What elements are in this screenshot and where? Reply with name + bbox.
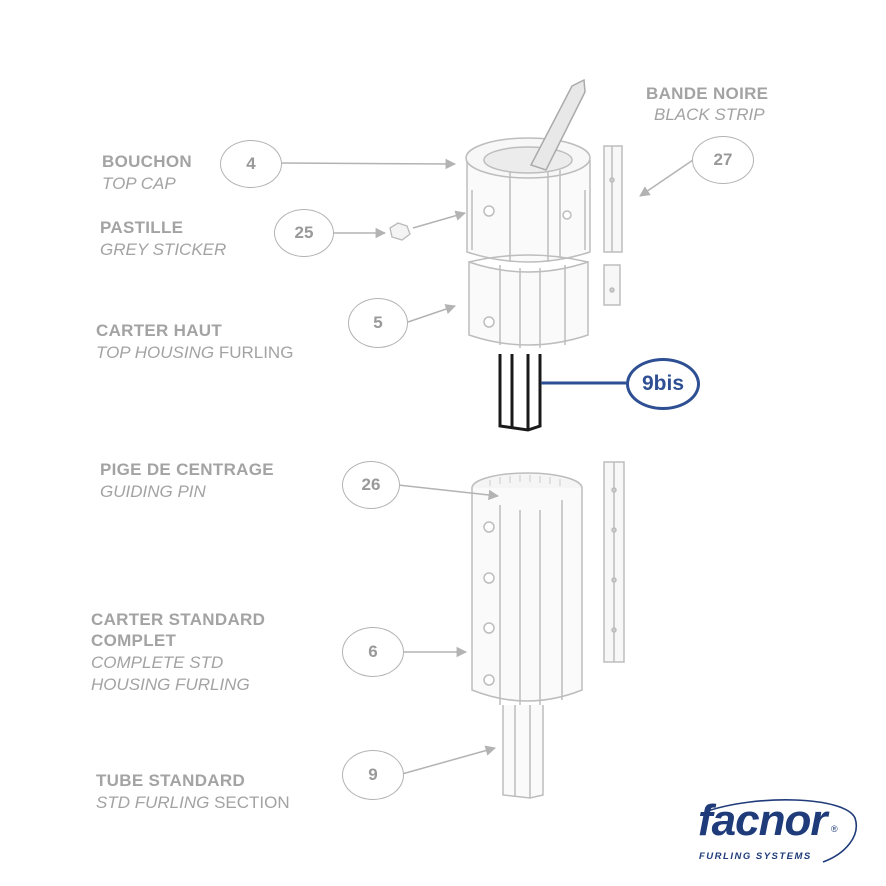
- top-housing-part: [468, 254, 589, 348]
- label-complet: COMPLET: [91, 631, 177, 650]
- callout-6: 6: [342, 627, 404, 677]
- top-cap-part: [465, 78, 591, 263]
- callout-27: 27: [692, 136, 754, 184]
- leader-arrows: [280, 158, 694, 775]
- callout-4: 4: [220, 140, 282, 188]
- label-bouchon: BOUCHON: [102, 152, 192, 171]
- callout-9bis: 9bis: [626, 358, 700, 410]
- facnor-logo: facnor ® FURLING SYSTEMS: [695, 796, 865, 866]
- label-carter-haut: CARTER HAUT: [96, 321, 223, 340]
- tube-9bis-part: [498, 354, 542, 432]
- logo-tagline: FURLING SYSTEMS: [699, 851, 812, 862]
- black-strip-part: [603, 145, 623, 306]
- callout-5: 5: [348, 298, 408, 348]
- label-black-strip: BLACK STRIP: [654, 105, 765, 124]
- callout-9: 9: [342, 750, 404, 800]
- standard-housing-part: [471, 472, 583, 708]
- logo-swoosh: [704, 799, 858, 863]
- callout-25: 25: [274, 209, 334, 257]
- label-tube-standard: TUBE STANDARD: [96, 771, 246, 790]
- logo-registered: ®: [831, 824, 838, 834]
- label-bande-noire: BANDE NOIRE: [646, 84, 769, 103]
- label-section: SECTION: [214, 793, 290, 812]
- grey-sticker-part: [389, 222, 411, 241]
- standard-tube-part: [502, 705, 544, 799]
- label-pige: PIGE DE CENTRAGE: [100, 460, 274, 479]
- label-top-housing-furling: FURLING: [218, 343, 294, 362]
- label-housing-furling: HOUSING FURLING: [91, 675, 250, 694]
- label-grey-sticker: GREY STICKER: [100, 240, 227, 259]
- label-carter-standard: CARTER STANDARD: [91, 610, 266, 629]
- side-strip-part: [603, 461, 625, 663]
- label-top-housing: TOP HOUSING: [96, 343, 215, 362]
- logo-wordmark: facnor: [698, 796, 827, 845]
- label-std-furling-line: STD FURLING SECTION: [96, 792, 290, 814]
- callout-26: 26: [342, 461, 400, 509]
- label-top-cap: TOP CAP: [102, 174, 176, 193]
- label-std-furling: STD FURLING: [96, 793, 210, 812]
- label-complete-std: COMPLETE STD: [91, 653, 224, 672]
- label-top-housing-line: TOP HOUSING FURLING: [96, 342, 293, 364]
- label-pastille: PASTILLE: [100, 218, 184, 237]
- label-guiding-pin: GUIDING PIN: [100, 482, 206, 501]
